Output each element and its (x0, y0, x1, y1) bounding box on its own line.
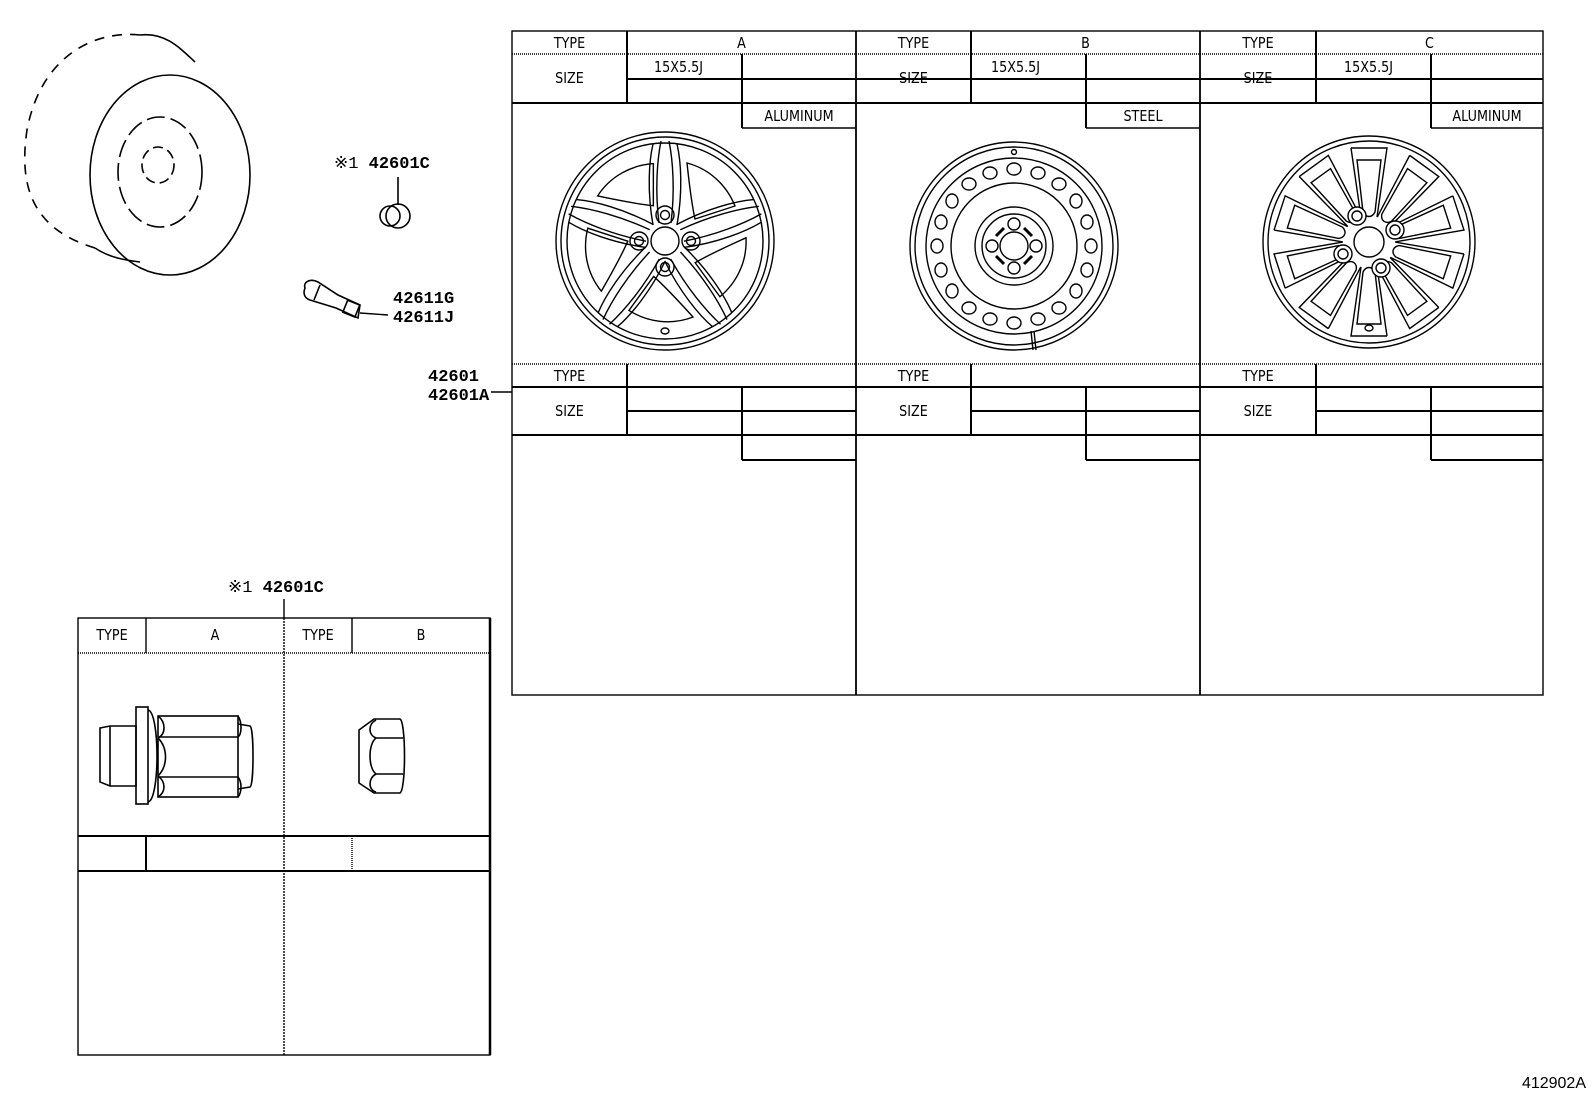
lower-c-size-label: SIZE (1243, 402, 1273, 420)
lower-a-size-label: SIZE (555, 402, 584, 420)
wheel-b-size-label: SIZE (899, 69, 928, 87)
wheel-a-aluminum-icon (555, 131, 775, 351)
lug-nut-b-icon (358, 718, 406, 794)
nut-a-type-value: A (210, 626, 220, 644)
tire-icon (23, 33, 251, 276)
part-number-42611J[interactable]: 42611J (393, 309, 455, 328)
valve-cap-callout: ※1 42601C (334, 155, 430, 175)
valve-stem-icon (303, 279, 389, 320)
wheel-b-size-value: 15X5.5J (991, 58, 1041, 76)
lower-b-size-label: SIZE (899, 402, 928, 420)
wheel-c-material: ALUMINUM (1452, 107, 1522, 125)
nut-a-type-label: TYPE (96, 626, 128, 644)
wheel-b-steel-icon (909, 141, 1119, 351)
wheel-a-size-label: SIZE (555, 69, 584, 87)
nut-table-callout: ※1 42601C (228, 579, 324, 599)
wheel-b-type-label: TYPE (897, 34, 930, 52)
wheel-c-type-value: C (1425, 34, 1434, 52)
part-number-42601C[interactable]: 42601C (368, 155, 430, 174)
wheel-a-material: ALUMINUM (764, 107, 834, 125)
note-mark: ※1 (228, 579, 253, 598)
wheel-c-size-label: SIZE (1243, 69, 1273, 87)
wheel-b-type-value: B (1081, 34, 1090, 52)
part-number-42601A[interactable]: 42601A (428, 387, 490, 406)
wheel-c-size-value: 15X5.5J (1344, 58, 1394, 76)
lower-c-type-label: TYPE (1242, 367, 1274, 385)
wheel-a-type-value: A (737, 34, 746, 52)
wheel-table-lines (511, 30, 1544, 696)
wheel-b-material: STEEL (1123, 107, 1163, 125)
part-number-42601[interactable]: 42601 (428, 368, 480, 387)
wheel-a-type-label: TYPE (553, 34, 586, 52)
nut-table-lines (77, 617, 492, 1056)
lug-nut-a-icon (99, 706, 254, 805)
figure-id: 412902A (1521, 1075, 1586, 1092)
lower-b-type-label: TYPE (897, 367, 930, 385)
part-number-42601C-nuts[interactable]: 42601C (262, 579, 324, 598)
nut-b-type-label: TYPE (302, 626, 334, 644)
nut-b-type-value: B (416, 626, 426, 644)
note-mark: ※1 (334, 155, 359, 174)
wheel-c-aluminum-icon (1262, 135, 1476, 349)
valve-cap-icon (379, 177, 411, 229)
part-number-42611G[interactable]: 42611G (393, 290, 455, 309)
lower-a-type-label: TYPE (553, 367, 586, 385)
wheel-a-size-value: 15X5.5J (654, 58, 704, 76)
wheel-c-type-label: TYPE (1242, 34, 1274, 52)
